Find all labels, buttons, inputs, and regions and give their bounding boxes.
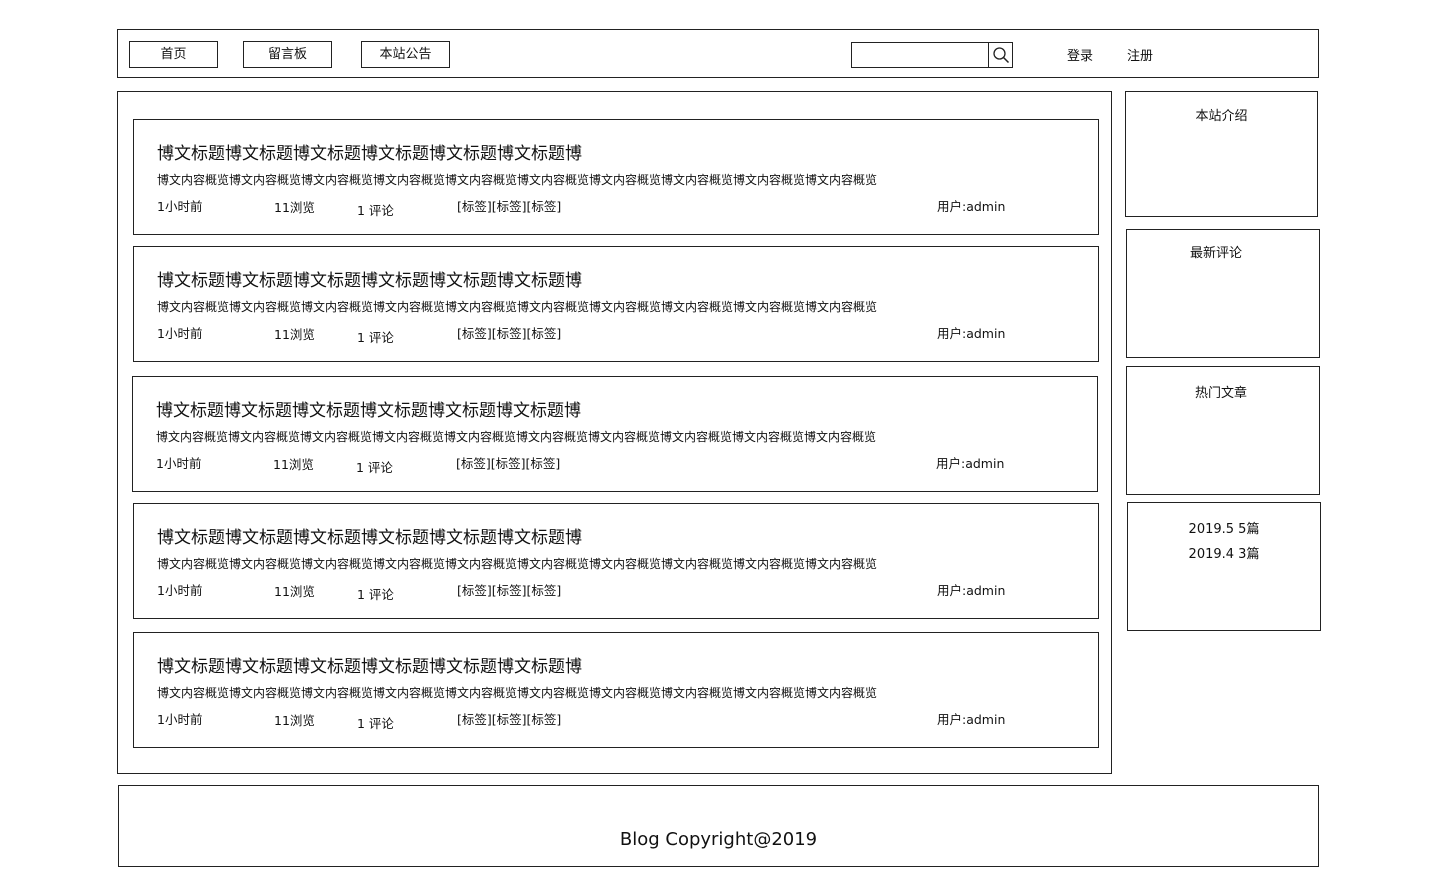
post-tag[interactable]: [标签] bbox=[491, 199, 527, 214]
post-tag[interactable]: [标签] bbox=[457, 583, 492, 598]
post-list-panel: 博文标题博文标题博文标题博文标题博文标题博文标题博 博文内容概览博文内容概览博文… bbox=[117, 91, 1112, 774]
post-time: 1小时前 bbox=[157, 326, 203, 341]
post-title[interactable]: 博文标题博文标题博文标题博文标题博文标题博文标题博 bbox=[156, 401, 581, 421]
post-author[interactable]: 用户:admin bbox=[936, 456, 1005, 471]
archive-panel: 2019.5 5篇 2019.4 3篇 bbox=[1127, 502, 1321, 631]
search-icon bbox=[992, 47, 1009, 64]
copyright-text: Blog Copyright@2019 bbox=[619, 829, 818, 850]
post-card: 博文标题博文标题博文标题博文标题博文标题博文标题博 博文内容概览博文内容概览博文… bbox=[133, 503, 1099, 619]
post-card: 博文标题博文标题博文标题博文标题博文标题博文标题博 博文内容概览博文内容概览博文… bbox=[132, 376, 1098, 492]
post-author[interactable]: 用户:admin bbox=[937, 326, 1006, 341]
latest-comments-panel: 最新评论 bbox=[1126, 229, 1320, 358]
post-tags: [标签][标签][标签] bbox=[457, 709, 561, 728]
site-intro-title: 本站介绍 bbox=[1195, 109, 1248, 124]
post-time: 1小时前 bbox=[156, 456, 202, 471]
post-tag[interactable]: [标签] bbox=[526, 326, 562, 341]
post-author[interactable]: 用户:admin bbox=[937, 712, 1006, 727]
post-author[interactable]: 用户:admin bbox=[937, 583, 1006, 598]
nav-home-button[interactable]: 首页 bbox=[129, 41, 218, 68]
post-tag[interactable]: [标签] bbox=[491, 712, 527, 727]
post-title[interactable]: 博文标题博文标题博文标题博文标题博文标题博文标题博 bbox=[157, 657, 582, 677]
post-tag[interactable]: [标签] bbox=[526, 583, 562, 598]
post-views: 11浏览 bbox=[274, 327, 315, 342]
post-comments-link[interactable]: 1 评论 bbox=[357, 716, 394, 731]
post-comments-link[interactable]: 1 评论 bbox=[356, 460, 393, 475]
post-time: 1小时前 bbox=[157, 199, 203, 214]
search-box bbox=[851, 42, 1013, 68]
post-tag[interactable]: [标签] bbox=[456, 456, 491, 471]
post-author[interactable]: 用户:admin bbox=[937, 199, 1006, 214]
archive-item[interactable]: 2019.4 3篇 bbox=[1188, 547, 1260, 562]
post-comments-link[interactable]: 1 评论 bbox=[357, 587, 394, 602]
post-card: 博文标题博文标题博文标题博文标题博文标题博文标题博 博文内容概览博文内容概览博文… bbox=[133, 632, 1099, 748]
post-tags: [标签][标签][标签] bbox=[457, 580, 561, 599]
post-tags: [标签][标签][标签] bbox=[457, 196, 561, 215]
post-views: 11浏览 bbox=[273, 457, 314, 472]
post-time: 1小时前 bbox=[157, 712, 203, 727]
hot-posts-panel: 热门文章 bbox=[1126, 366, 1320, 495]
search-input[interactable] bbox=[851, 42, 989, 68]
post-tag[interactable]: [标签] bbox=[457, 712, 492, 727]
nav-message-board-button[interactable]: 留言板 bbox=[243, 41, 332, 68]
post-comments-link[interactable]: 1 评论 bbox=[357, 203, 394, 218]
post-tag[interactable]: [标签] bbox=[491, 583, 527, 598]
nav-site-notice-button[interactable]: 本站公告 bbox=[361, 41, 450, 68]
post-comments-link[interactable]: 1 评论 bbox=[357, 330, 394, 345]
header-bar: 首页 留言板 本站公告 登录 注册 bbox=[117, 29, 1319, 78]
post-tags: [标签][标签][标签] bbox=[456, 453, 560, 472]
register-link[interactable]: 注册 bbox=[1127, 49, 1154, 64]
post-tags: [标签][标签][标签] bbox=[457, 323, 561, 342]
post-tag[interactable]: [标签] bbox=[526, 199, 562, 214]
latest-comments-title: 最新评论 bbox=[1189, 246, 1242, 261]
post-tag[interactable]: [标签] bbox=[490, 456, 526, 471]
post-excerpt: 博文内容概览博文内容概览博文内容概览博文内容概览博文内容概览博文内容概览博文内容… bbox=[157, 300, 878, 314]
post-title[interactable]: 博文标题博文标题博文标题博文标题博文标题博文标题博 bbox=[157, 271, 582, 291]
post-card: 博文标题博文标题博文标题博文标题博文标题博文标题博 博文内容概览博文内容概览博文… bbox=[133, 246, 1099, 362]
post-tag[interactable]: [标签] bbox=[491, 326, 527, 341]
post-excerpt: 博文内容概览博文内容概览博文内容概览博文内容概览博文内容概览博文内容概览博文内容… bbox=[156, 430, 877, 444]
post-excerpt: 博文内容概览博文内容概览博文内容概览博文内容概览博文内容概览博文内容概览博文内容… bbox=[157, 557, 878, 571]
post-views: 11浏览 bbox=[274, 584, 315, 599]
post-tag[interactable]: [标签] bbox=[457, 199, 492, 214]
search-button[interactable] bbox=[988, 42, 1013, 68]
post-title[interactable]: 博文标题博文标题博文标题博文标题博文标题博文标题博 bbox=[157, 144, 582, 164]
login-link[interactable]: 登录 bbox=[1067, 49, 1094, 64]
post-tag[interactable]: [标签] bbox=[526, 712, 562, 727]
site-intro-panel: 本站介绍 bbox=[1125, 91, 1318, 217]
post-card: 博文标题博文标题博文标题博文标题博文标题博文标题博 博文内容概览博文内容概览博文… bbox=[133, 119, 1099, 235]
post-tag[interactable]: [标签] bbox=[457, 326, 492, 341]
post-views: 11浏览 bbox=[274, 200, 315, 215]
post-views: 11浏览 bbox=[274, 713, 315, 728]
post-excerpt: 博文内容概览博文内容概览博文内容概览博文内容概览博文内容概览博文内容概览博文内容… bbox=[157, 686, 878, 700]
archive-item[interactable]: 2019.5 5篇 bbox=[1188, 522, 1260, 537]
footer: Blog Copyright@2019 bbox=[118, 785, 1319, 867]
post-tag[interactable]: [标签] bbox=[525, 456, 561, 471]
post-time: 1小时前 bbox=[157, 583, 203, 598]
post-excerpt: 博文内容概览博文内容概览博文内容概览博文内容概览博文内容概览博文内容概览博文内容… bbox=[157, 173, 878, 187]
hot-posts-title: 热门文章 bbox=[1194, 386, 1247, 401]
post-title[interactable]: 博文标题博文标题博文标题博文标题博文标题博文标题博 bbox=[157, 528, 582, 548]
